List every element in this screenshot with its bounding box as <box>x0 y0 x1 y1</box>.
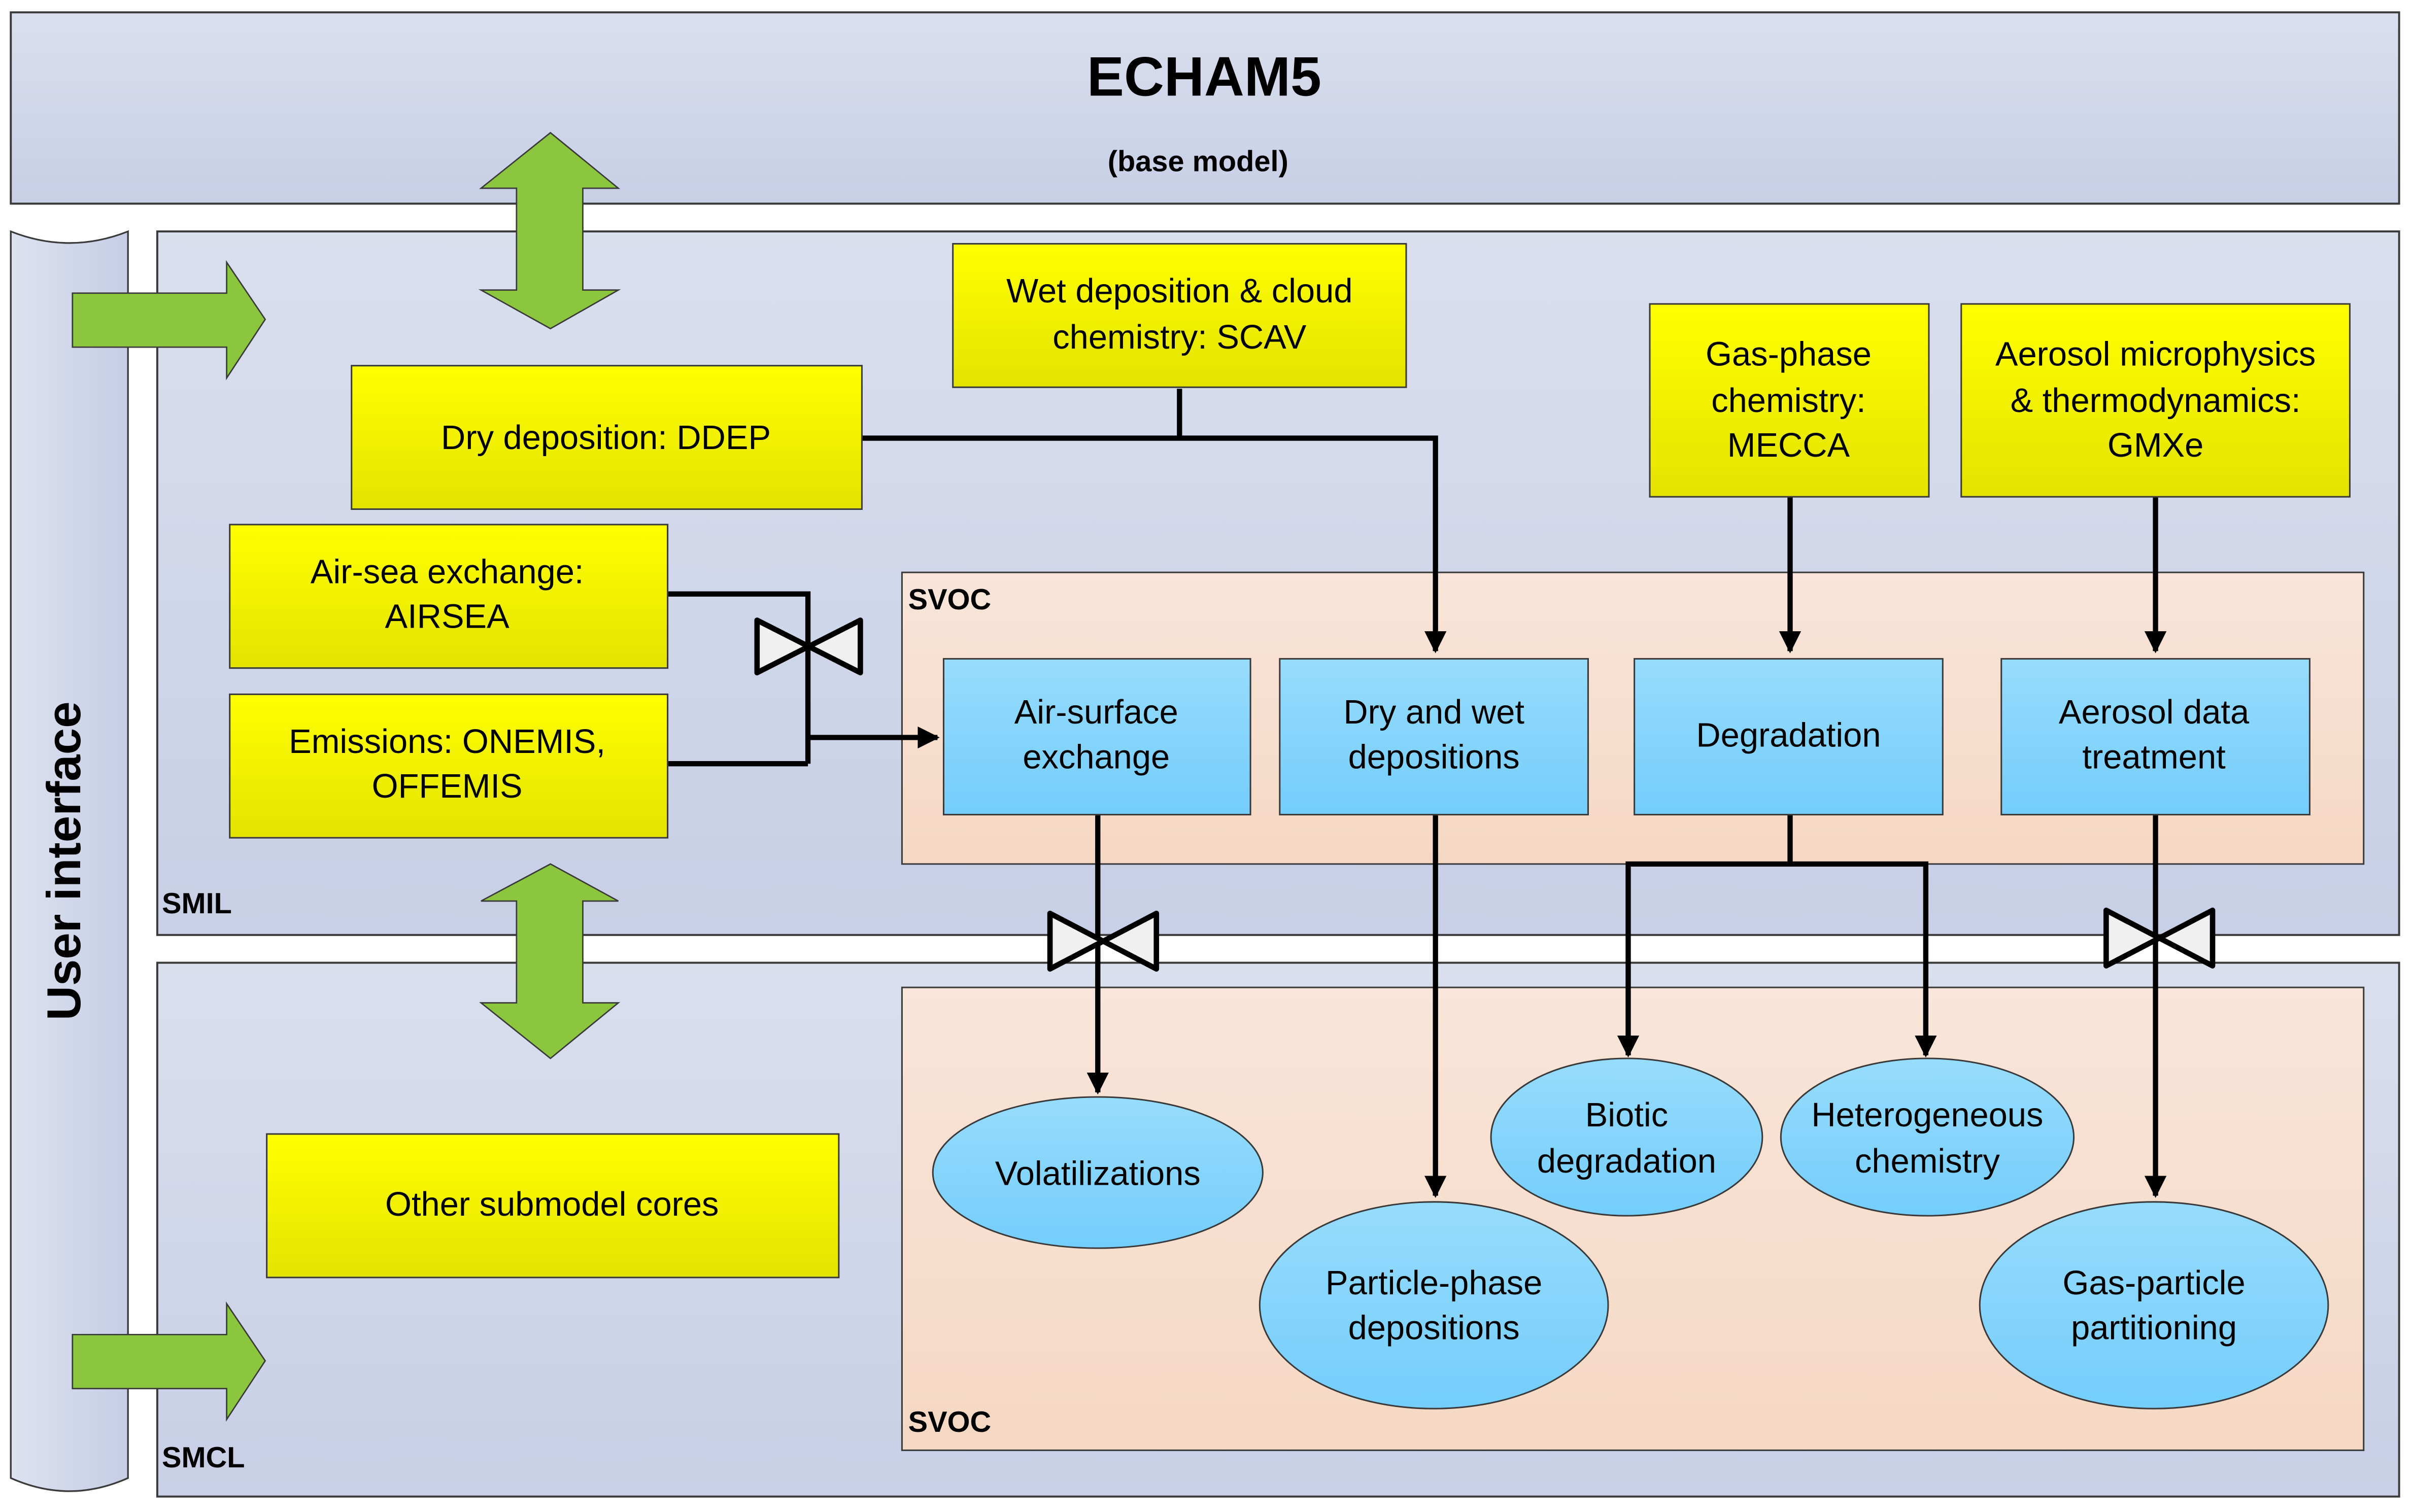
submodel-scav[interactable]: Wet deposition & cloud chemistry: SCAV <box>952 243 1407 388</box>
submodel-gmxe-box[interactable] <box>1960 303 2351 498</box>
core-gas-particle-line2: partitioning <box>2071 1309 2237 1347</box>
core-gas-particle-line1: Gas-particle <box>2062 1264 2245 1302</box>
process-dry-wet-line1: Dry and wet <box>1343 693 1524 731</box>
svoc-core-label: SVOC <box>908 1406 992 1438</box>
submodel-emissions-box[interactable] <box>229 693 669 839</box>
core-particle-phase-line1: Particle-phase <box>1326 1264 1542 1302</box>
smcl-label: SMCL <box>162 1441 245 1474</box>
process-degradation-box[interactable] <box>1634 658 1944 816</box>
core-volatilizations-ellipse[interactable] <box>932 1096 1264 1249</box>
submodel-ddep[interactable]: Dry deposition: DDEP <box>351 365 863 510</box>
process-air-surface-exchange[interactable]: Air-surface exchange <box>942 658 1251 816</box>
submodel-airsea-box[interactable] <box>229 524 669 669</box>
submodel-emissions-label-line2: OFFEMIS <box>372 767 523 805</box>
submodel-mecca-label-line1: Gas-phase <box>1706 335 1872 373</box>
core-particle-phase-line2: depositions <box>1348 1309 1520 1347</box>
valve-icon <box>754 617 863 676</box>
smil-smcl-double-arrow-icon <box>479 863 621 1059</box>
submodel-mecca-label-line3: MECCA <box>1727 426 1850 464</box>
submodel-airsea-label-line1: Air-sea exchange: <box>311 553 584 591</box>
user-interface-label: User interface <box>37 701 90 1020</box>
degradation-to-biotic-connector <box>1617 814 1793 1058</box>
process-degradation-label: Degradation <box>1696 716 1881 754</box>
submodel-scav-label-line2: chemistry: SCAV <box>1052 318 1307 356</box>
process-aerosol-data-line2: treatment <box>2082 738 2226 776</box>
process-aerosol-data-line1: Aerosol data <box>2059 693 2250 731</box>
core-heterogeneous-ellipse[interactable] <box>1780 1057 2075 1217</box>
process-air-surface-line1: Air-surface <box>1014 693 1178 731</box>
airsea-connector <box>667 591 811 764</box>
process-aerosol-data-treatment[interactable]: Aerosol data treatment <box>2000 658 2310 816</box>
submodel-mecca[interactable]: Gas-phase chemistry: MECCA <box>1649 303 1930 498</box>
core-biotic-line1: Biotic <box>1585 1096 1668 1134</box>
submodel-scav-label-line1: Wet deposition & cloud <box>1006 272 1352 310</box>
base-model-panel: ECHAM5 (base model) <box>10 11 2400 205</box>
user-interface-scroll <box>10 230 129 1492</box>
submodel-mecca-label-line2: chemistry: <box>1711 382 1866 420</box>
submodel-airsea[interactable]: Air-sea exchange: AIRSEA <box>229 524 669 669</box>
valve-icon <box>1047 910 1160 972</box>
core-biotic-degradation[interactable]: Biotic degradation <box>1490 1057 1763 1217</box>
core-biotic-line2: degradation <box>1537 1142 1716 1180</box>
submodel-airsea-label-line2: AIRSEA <box>385 598 510 636</box>
core-particle-phase-ellipse[interactable] <box>1259 1201 1609 1410</box>
echam-smil-double-arrow-icon <box>478 131 621 330</box>
submodel-scav-box[interactable] <box>952 243 1407 388</box>
core-gas-particle-ellipse[interactable] <box>1979 1201 2329 1410</box>
submodel-other-cores[interactable]: Other submodel cores <box>266 1133 840 1279</box>
submodel-gmxe-label-line2: & thermodynamics: <box>2011 382 2301 420</box>
process-air-surface-box[interactable] <box>942 658 1251 816</box>
svoc-interface-label: SVOC <box>908 583 992 616</box>
valve-icon <box>2103 907 2216 969</box>
process-air-surface-line2: exchange <box>1023 738 1170 776</box>
base-model-box <box>10 11 2400 205</box>
process-dry-wet-depositions[interactable]: Dry and wet depositions <box>1279 658 1589 816</box>
core-volatilizations-label: Volatilizations <box>995 1154 1201 1192</box>
submodel-other-cores-box[interactable] <box>266 1133 840 1279</box>
base-model-title: ECHAM5 <box>1087 46 1321 108</box>
core-biotic-ellipse[interactable] <box>1490 1057 1763 1217</box>
core-gas-particle-partitioning[interactable]: Gas-particle partitioning <box>1979 1201 2329 1410</box>
submodel-other-cores-label: Other submodel cores <box>385 1185 719 1223</box>
connectors <box>667 389 2167 1198</box>
submodel-gmxe-label-line1: Aerosol microphysics <box>1995 335 2316 373</box>
ui-to-smil-arrow-icon <box>72 260 266 381</box>
user-interface-bar: User interface <box>10 230 129 1492</box>
core-volatilizations[interactable]: Volatilizations <box>932 1096 1264 1249</box>
submodel-ddep-label: Dry deposition: DDEP <box>441 419 771 457</box>
process-aerosol-data-box[interactable] <box>2000 658 2310 816</box>
core-heterogeneous-line1: Heterogeneous <box>1811 1096 2043 1134</box>
base-model-subtitle: (base model) <box>1108 146 1288 178</box>
ui-to-smcl-arrow-icon <box>72 1301 266 1422</box>
process-dry-wet-box[interactable] <box>1279 658 1589 816</box>
submodel-gmxe[interactable]: Aerosol microphysics & thermodynamics: G… <box>1960 303 2351 498</box>
core-particle-phase-depositions[interactable]: Particle-phase depositions <box>1259 1201 1609 1410</box>
smil-label: SMIL <box>162 887 232 920</box>
degradation-to-heterogeneous-connector <box>1790 861 1937 1058</box>
core-heterogeneous-chemistry[interactable]: Heterogeneous chemistry <box>1780 1057 2075 1217</box>
ddep-to-dry-wet-connector <box>860 435 1447 654</box>
submodel-emissions[interactable]: Emissions: ONEMIS, OFFEMIS <box>229 693 669 839</box>
submodel-gmxe-label-line3: GMXe <box>2108 426 2203 464</box>
core-heterogeneous-line2: chemistry <box>1855 1142 2000 1180</box>
submodel-emissions-label-line1: Emissions: ONEMIS, <box>289 723 605 761</box>
submodel-mecca-box[interactable] <box>1649 303 1930 498</box>
process-dry-wet-line2: depositions <box>1348 738 1520 776</box>
submodel-ddep-box[interactable] <box>351 365 863 510</box>
process-degradation[interactable]: Degradation <box>1634 658 1944 816</box>
